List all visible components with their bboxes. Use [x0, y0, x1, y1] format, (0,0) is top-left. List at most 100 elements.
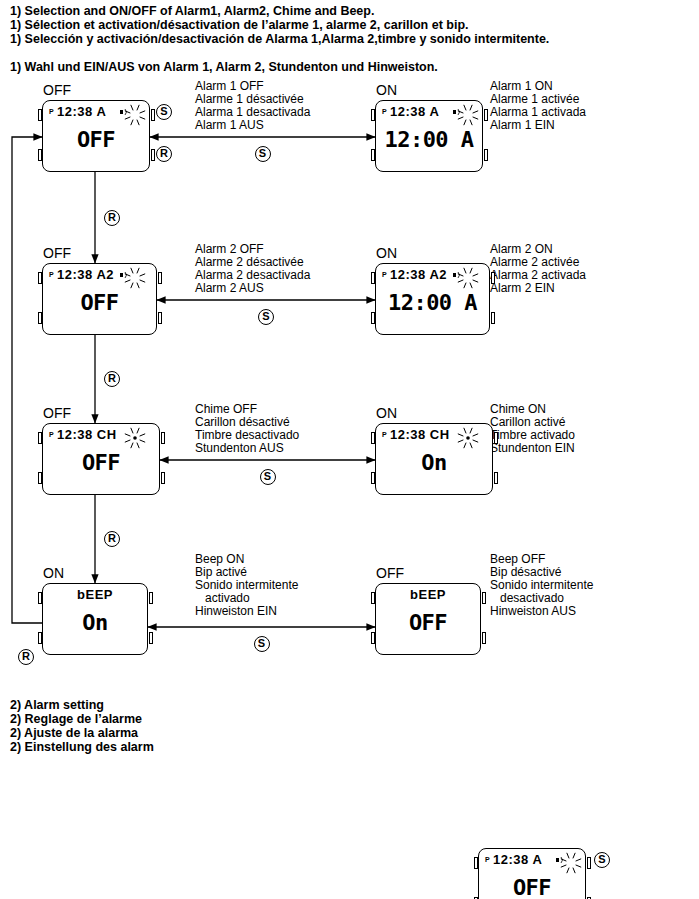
state-description: Alarm 1 OFF: [195, 80, 310, 93]
watch-button: [494, 432, 498, 444]
label-group: 1) Wahl und EIN/AUS von Alarm 1, Alarm 2…: [10, 60, 438, 74]
button-label: R: [104, 531, 120, 547]
watch-button: [587, 897, 591, 899]
state-heading: OFF: [43, 246, 71, 260]
display-main-text: OFF: [409, 612, 447, 634]
watch-button: [149, 592, 153, 604]
display-top-text: 12:38 A: [57, 105, 106, 118]
display-top-text: 12:38 A2: [57, 268, 114, 281]
label-group: Alarm 1 ONAlarme 1 activéeAlarma 1 activ…: [490, 80, 586, 132]
display-top-text: bEEP: [77, 588, 113, 601]
state-description: Alarme 2 désactivée: [195, 256, 310, 269]
state-description: Chime OFF: [195, 403, 299, 416]
state-description: Alarme 1 désactivée: [195, 93, 310, 106]
transition-arrow: [150, 136, 375, 137]
display-top-text: P: [49, 431, 54, 438]
watch-button: [474, 857, 478, 869]
state-description: Hinweiston AUS: [490, 605, 608, 618]
watch-button: [149, 632, 153, 644]
section-heading: 1) Wahl und EIN/AUS von Alarm 1, Alarm 2…: [10, 60, 438, 74]
display-top-text: 12:38 A: [390, 105, 439, 118]
watch-button: [151, 109, 155, 121]
display-top-text: P: [49, 271, 54, 278]
watch-button: [158, 272, 162, 284]
state-description: Chime ON: [490, 403, 575, 416]
state-description: Alarme 2 activée: [490, 256, 586, 269]
state-description: Carillon désactivé: [195, 416, 299, 429]
watch-button: [484, 149, 488, 161]
display-main-text: 12:00 A: [388, 292, 477, 314]
display-main-text: OFF: [80, 292, 118, 314]
state-description: Stundenton EIN: [490, 442, 575, 455]
display-top-text: P: [485, 856, 490, 863]
state-description: Carillon activé: [490, 416, 575, 429]
watch-button: [494, 472, 498, 484]
label-group: Alarm 2 ONAlarme 2 activéeAlarma 2 activ…: [490, 243, 586, 295]
watch-button: [161, 472, 165, 484]
state-heading: OFF: [43, 406, 71, 420]
label-group: Alarm 2 OFFAlarme 2 désactivéeAlarma 2 d…: [195, 243, 310, 295]
label-group: 1) Selección y activación/desactivación …: [10, 32, 550, 46]
display-top-text: 12:38 A: [493, 853, 542, 866]
button-label: S: [594, 852, 610, 868]
display-main-text: OFF: [513, 877, 551, 899]
watch-display: ONP12:38 A212:00 A: [375, 263, 490, 335]
state-heading: ON: [43, 566, 64, 580]
state-heading: OFF: [376, 566, 404, 580]
state-description: Beep OFF: [490, 553, 608, 566]
state-heading: ON: [376, 246, 397, 260]
button-label: S: [254, 636, 270, 652]
state-description: Beep ON: [195, 553, 313, 566]
transition-arrow: [94, 335, 95, 423]
state-description: Alarm 1 AUS: [195, 119, 310, 132]
button-label: R: [104, 371, 120, 387]
watch-button: [158, 312, 162, 324]
watch-button: [371, 592, 375, 604]
section-heading: 2) Alarm setting: [10, 698, 154, 712]
section-heading: 2) Einstellung des alarm: [10, 740, 154, 754]
watch-button: [151, 149, 155, 161]
section-heading: 1) Selección y activación/desactivación …: [10, 32, 550, 46]
watch-button: [371, 632, 375, 644]
state-description: Alarma 2 desactivada: [195, 269, 310, 282]
state-description: Sonido intermitente activado: [195, 579, 313, 605]
section-heading: 2) Ajuste de la alarma: [10, 726, 154, 740]
state-description: Alarm 2 EIN: [490, 282, 586, 295]
label-group: Beep ONBip activéSonido intermitente act…: [195, 553, 313, 618]
state-description: Bip activé: [195, 566, 313, 579]
display-top-text: 12:38 A2: [390, 268, 447, 281]
button-label: S: [260, 469, 276, 485]
state-description: Bip désactivé: [490, 566, 608, 579]
watch-display: P12:38 A OFF: [478, 848, 586, 899]
label-group: Chime ONCarillon activéTimbre activadoSt…: [490, 403, 575, 455]
display-top-text: 12:38 CH: [57, 428, 117, 441]
transition-arrow: [157, 299, 375, 300]
watch-button: [371, 432, 375, 444]
state-heading: ON: [376, 83, 397, 97]
display-top-text: P: [382, 271, 387, 278]
state-description: Hinweiston EIN: [195, 605, 313, 618]
state-description: Timbre activado: [490, 429, 575, 442]
display-top-text: bEEP: [410, 588, 446, 601]
state-description: Alarm 2 ON: [490, 243, 586, 256]
watch-button: [482, 632, 486, 644]
state-description: Timbre desactivado: [195, 429, 299, 442]
watch-button: [587, 857, 591, 869]
watch-button: [38, 472, 42, 484]
state-description: Alarm 2 OFF: [195, 243, 310, 256]
watch-display: ONP12:38 A12:00 A: [375, 100, 483, 172]
watch-display: OFFP12:38 A2OFF: [42, 263, 157, 335]
transition-arrow: [12, 137, 42, 623]
transition-arrow: [148, 626, 375, 627]
watch-display: OFFP12:38 AOFF: [42, 100, 150, 172]
watch-button: [38, 632, 42, 644]
watch-display: OFFP12:38 CHOFF: [42, 423, 160, 495]
button-label: S: [258, 309, 274, 325]
display-main-text: OFF: [82, 452, 120, 474]
watch-button: [371, 312, 375, 324]
watch-button: [38, 272, 42, 284]
watch-button: [474, 897, 478, 899]
watch-button: [38, 149, 42, 161]
section-heading: 1) Sélection et activation/désactivation…: [10, 18, 469, 32]
